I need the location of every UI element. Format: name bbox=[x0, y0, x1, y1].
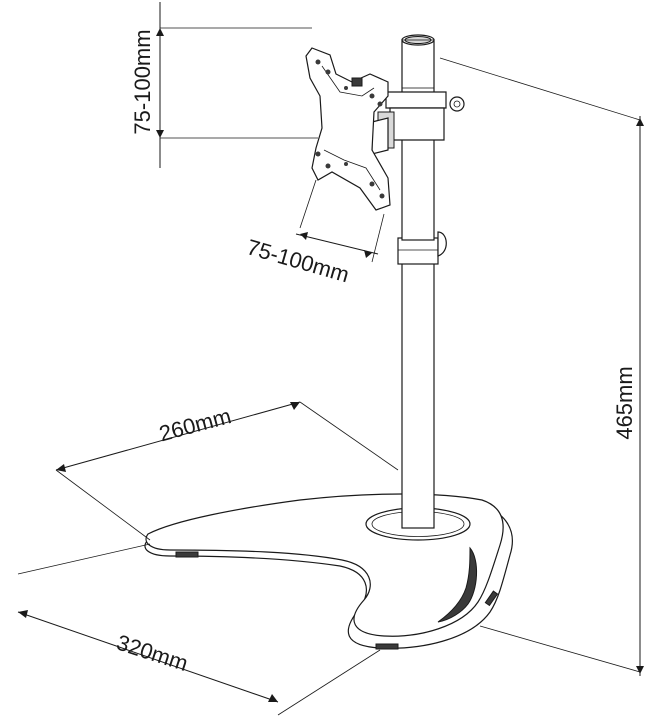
foot-pad-front bbox=[375, 643, 399, 650]
base-depth-label: 260mm bbox=[156, 403, 233, 446]
foot-pad-right bbox=[484, 590, 499, 607]
total-height-label: 465mm bbox=[612, 366, 637, 439]
base-width-label: 320mm bbox=[114, 630, 191, 676]
vesa-vertical-label: 75-100mm bbox=[130, 29, 155, 134]
adjust-knob bbox=[449, 96, 465, 112]
tilt-head bbox=[371, 91, 465, 155]
vesa-plate bbox=[305, 47, 391, 211]
stand-base bbox=[144, 493, 513, 650]
height-clamp bbox=[397, 237, 439, 265]
dimension-lines bbox=[17, 2, 644, 716]
plate-screw-head bbox=[351, 77, 363, 87]
foot-pad-left bbox=[175, 551, 199, 558]
vesa-horizontal-label: 75-100mm bbox=[244, 234, 352, 287]
